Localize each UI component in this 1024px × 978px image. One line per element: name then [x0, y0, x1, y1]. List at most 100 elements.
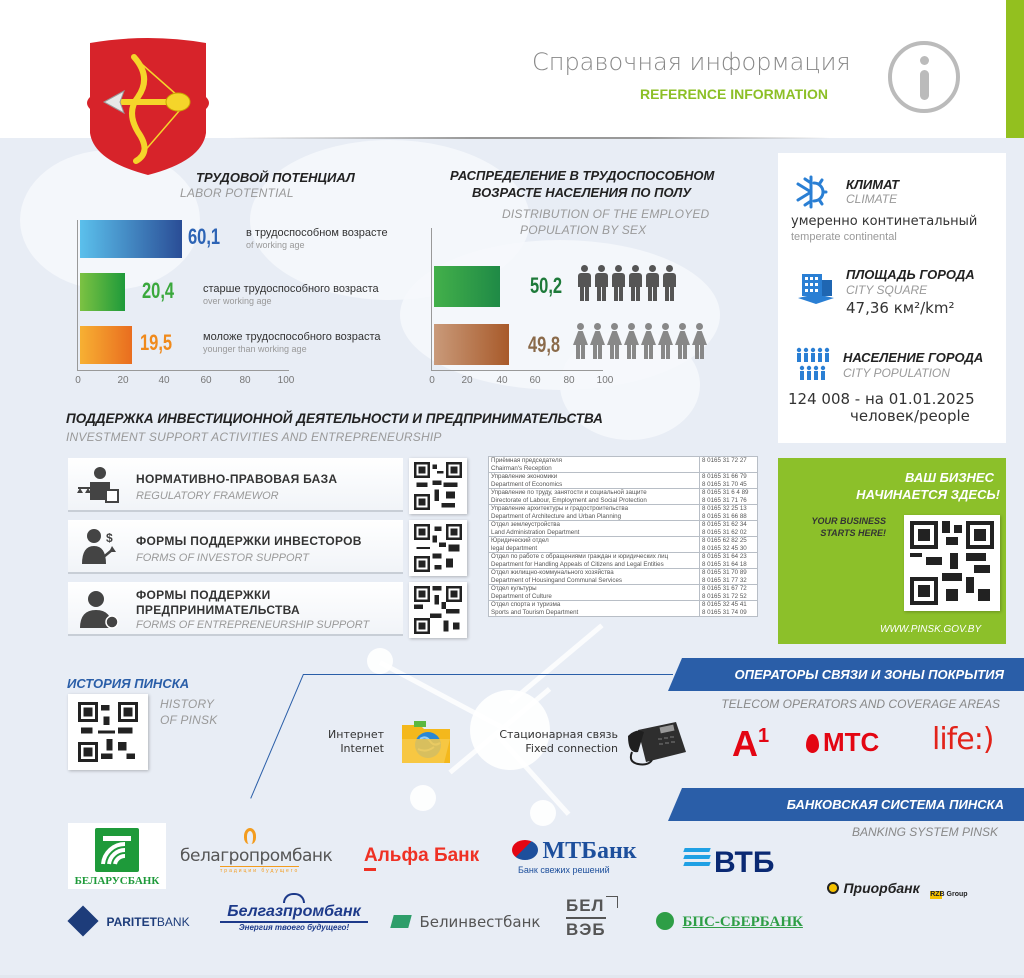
support-card-entrepreneurship[interactable]: ФОРМЫ ПОДДЕРЖКИ ПРЕДПРИНИМАТЕЛЬСТВА FORM… — [68, 582, 403, 636]
contact-phone[interactable]: 8 0165 31 64 18 — [702, 560, 747, 568]
climate-value: умеренно континетальный — [791, 214, 978, 229]
population-title: НАСЕЛЕНИЕ ГОРОДА — [843, 350, 984, 365]
female-person-icons — [573, 323, 709, 366]
connector-line — [303, 674, 673, 675]
investment-title: ПОДДЕРЖКА ИНВЕСТИЦИОННОЙ ДЕЯТЕЛЬНОСТИ И … — [66, 411, 603, 426]
male-person-icon — [628, 265, 643, 303]
labor-tick: 0 — [75, 375, 81, 386]
paritetbank-name: PARITET — [106, 915, 157, 929]
area-subtitle: CITY SQUARE — [846, 283, 928, 297]
qr-code-history[interactable] — [68, 694, 148, 770]
contact-phone[interactable]: 8 0165 32 45 30 — [702, 544, 747, 552]
coat-of-arms-icon — [82, 37, 214, 175]
investor-growth-icon: $ — [76, 528, 120, 568]
network-node-decoration — [470, 690, 550, 770]
sex-subtitle-1: DISTRIBUTION OF THE EMPLOYED — [502, 207, 710, 221]
sberbank-icon — [656, 912, 674, 930]
qr-code-investors[interactable] — [409, 520, 467, 576]
male-person-icon — [645, 265, 660, 303]
female-person-icon — [607, 323, 622, 361]
labor-tick: 100 — [277, 375, 295, 386]
contact-phone[interactable]: 8 0165 31 70 89 — [702, 569, 747, 576]
business-subtitle-2: STARTS HERE! — [820, 528, 886, 538]
banking-subtitle: BANKING SYSTEM PINSK — [851, 825, 998, 839]
contact-phone[interactable]: 8 0165 31 64 23 — [702, 553, 747, 560]
table-row: Отдел по работе с обращениями граждан и … — [488, 552, 758, 569]
table-row: Управление архитектуры и градостроительс… — [488, 504, 758, 521]
support-card-title: ФОРМЫ ПОДДЕРЖКИ ИНВЕСТОРОВ — [136, 534, 362, 548]
contact-phone[interactable]: 8 0165 32 45 41 — [702, 601, 747, 608]
female-person-icon — [641, 323, 656, 361]
page-title: Справочная информация — [532, 48, 851, 76]
telecom-banner: ОПЕРАТОРЫ СВЯЗИ И ЗОНЫ ПОКРЫТИЯ — [668, 658, 1024, 691]
sex-bar-female — [434, 324, 509, 365]
priorbank-icon — [827, 882, 839, 894]
vtb-name: ВТБ — [714, 846, 775, 879]
contact-phone[interactable]: 8 0165 31 62 02 — [702, 528, 747, 536]
labor-bar-over — [80, 273, 125, 311]
contact-phone[interactable]: 8 0165 31 72 27 — [702, 457, 747, 464]
businessman-coin-icon — [76, 590, 120, 630]
support-card-regulatory[interactable]: НОРМАТИВНО-ПРАВОВАЯ БАЗА REGULATORY FRAM… — [68, 458, 403, 512]
labor-x-axis — [77, 370, 289, 371]
female-person-icon — [675, 323, 690, 361]
contact-phone[interactable]: 8 0165 32 25 13 — [702, 505, 747, 512]
sex-tick: 0 — [429, 375, 435, 386]
female-person-icon — [573, 323, 588, 361]
people-group-icon — [795, 347, 831, 383]
contact-phone[interactable]: 8 0165 31 66 88 — [702, 512, 747, 520]
wheat-icon — [244, 828, 256, 844]
contact-phone[interactable]: 8 0165 62 82 25 — [702, 537, 747, 544]
business-subtitle-1: YOUR BUSINESS — [811, 516, 886, 526]
male-person-icon — [662, 265, 677, 303]
contact-phone[interactable]: 8 0165 31 70 45 — [702, 480, 747, 488]
alfabank-underline — [364, 868, 376, 871]
belgazprombank-name: Белгазпромбанк — [220, 903, 368, 923]
qr-code-regulatory[interactable] — [409, 458, 467, 514]
contact-phone[interactable]: 8 0165 31 62 34 — [702, 521, 747, 528]
sex-x-axis — [431, 370, 603, 371]
population-unit: человек/people — [850, 407, 970, 425]
fixed-connection-label-en: Fixed connection — [525, 742, 618, 755]
contact-phone[interactable]: 8 0165 31 71 76 — [702, 496, 747, 504]
contact-name-ru: Отдел землеустройства — [491, 521, 560, 528]
sex-tick: 100 — [596, 375, 614, 386]
mtbank-logo: МТБанк Банк свежих решений — [512, 838, 637, 875]
banking-banner: БАНКОВСКАЯ СИСТЕМА ПИНСКА — [668, 788, 1024, 821]
support-card-title: ФОРМЫ ПОДДЕРЖКИ — [136, 588, 271, 602]
belinvestbank-logo: Белинвестбанк — [390, 913, 540, 932]
contact-name-en: Land Administration Department — [491, 528, 580, 536]
belagroprombank-tagline: традиции будущего — [220, 866, 300, 874]
labor-tick: 60 — [200, 375, 212, 386]
contact-phone[interactable]: 8 0165 31 77 32 — [702, 576, 747, 584]
contact-phone[interactable]: 8 0165 31 6 4 89 — [702, 489, 749, 496]
network-node-decoration — [530, 800, 556, 826]
website-link[interactable]: WWW.PINSK.GOV.BY — [880, 624, 982, 635]
contact-phone[interactable]: 8 0165 31 74 09 — [702, 608, 747, 616]
population-value: 124 008 - на 01.01.2025 — [788, 390, 975, 408]
sex-tick: 20 — [461, 375, 473, 386]
belveb-arrow-icon — [606, 896, 618, 908]
contact-phone[interactable]: 8 0165 31 72 52 — [702, 592, 747, 600]
area-title: ПЛОЩАДЬ ГОРОДА — [846, 267, 975, 282]
qr-code-entrepreneurship[interactable] — [409, 582, 467, 638]
contact-phone[interactable]: 8 0165 31 66 79 — [702, 473, 747, 480]
contact-phone[interactable]: 8 0165 31 67 72 — [702, 585, 747, 592]
support-card-investors[interactable]: $ ФОРМЫ ПОДДЕРЖКИ ИНВЕСТОРОВ FORMS OF IN… — [68, 520, 403, 574]
belgazprombank-logo: Белгазпромбанк Энергия твоего будущего! — [220, 893, 368, 932]
legal-scales-person-icon — [76, 466, 120, 506]
belarusbank-icon — [95, 828, 139, 872]
qr-code-business[interactable] — [904, 515, 1000, 611]
contact-name-ru: Юридический отдел — [491, 537, 549, 544]
network-node-decoration — [410, 785, 436, 811]
contact-name-ru: Управление по труду, занятости и социаль… — [491, 489, 647, 496]
contact-name-ru: Приёмная председателя — [491, 457, 562, 464]
mts-egg-icon — [806, 734, 819, 753]
support-card-title: НОРМАТИВНО-ПРАВОВАЯ БАЗА — [136, 472, 338, 486]
labor-bar-working — [80, 220, 182, 258]
mtbank-wings-icon — [512, 840, 538, 860]
labor-tick: 20 — [117, 375, 129, 386]
contact-name-ru: Отдел по работе с обращениями граждан и … — [491, 553, 669, 560]
